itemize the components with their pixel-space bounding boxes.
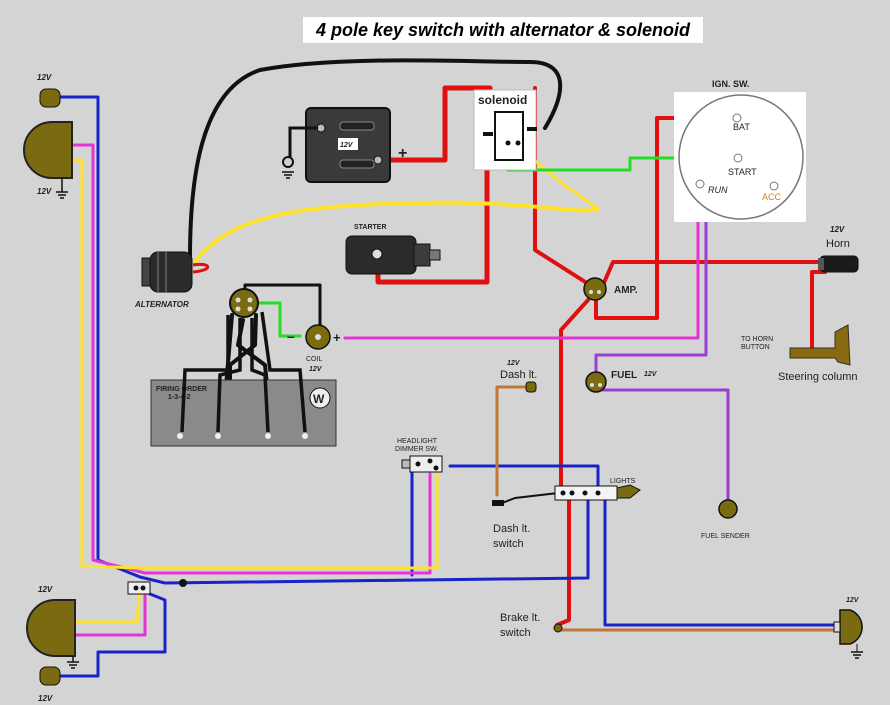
junction-block bbox=[127, 579, 187, 595]
label-alternator: ALTERNATOR bbox=[134, 300, 189, 309]
label-starter: STARTER bbox=[354, 224, 387, 231]
ignition-switch: IGN. SW. BAT START RUN ACC bbox=[674, 79, 806, 222]
wire-red-brake bbox=[555, 498, 571, 627]
label-start: START bbox=[728, 167, 757, 177]
headlight-left-lower: 12V bbox=[26, 585, 79, 669]
wire-blue-left-lower bbox=[58, 588, 167, 678]
voltage-regulator: 12V + bbox=[282, 107, 407, 183]
label-12v: 12V bbox=[37, 73, 52, 82]
wire-brown-dash-lt bbox=[495, 385, 529, 497]
wire-red-solenoid-amp bbox=[533, 86, 592, 287]
wire-yellow-lower bbox=[73, 586, 142, 624]
label-firing-sequence: 1-3-4-2 bbox=[168, 394, 191, 401]
label-dash-lt: Dash lt. bbox=[500, 369, 537, 381]
label-acc: ACC bbox=[762, 192, 782, 202]
label-12v: 12V bbox=[507, 360, 521, 367]
label-12v: 12V bbox=[38, 694, 53, 703]
label-to-horn-button: TO HORN bbox=[741, 336, 773, 343]
wire-purple-run-coil bbox=[343, 183, 700, 340]
tail-light: 12V bbox=[833, 597, 863, 659]
horn: 12V Horn bbox=[818, 225, 859, 273]
parking-lamp-rear-left: 12V bbox=[38, 666, 61, 703]
ground-icon bbox=[67, 661, 79, 669]
label-coil: COIL bbox=[306, 356, 322, 363]
label-brake-lt-switch: Brake lt. bbox=[500, 612, 540, 624]
label-steering-column: Steering column bbox=[778, 371, 858, 383]
wire-red-horn-button bbox=[810, 270, 827, 352]
horn-button: TO HORN BUTTON Steering column bbox=[741, 324, 858, 383]
amp-gauge: AMP. bbox=[583, 277, 638, 301]
wire-red-horn bbox=[601, 260, 822, 287]
label-headlight-dimmer: HEADLIGHT bbox=[397, 438, 438, 445]
label-12v: 12V bbox=[309, 366, 323, 373]
label-brake-lt-switch-2: switch bbox=[500, 627, 531, 639]
label-ign-sw: IGN. SW. bbox=[712, 79, 750, 89]
dash-light: 12V Dash lt. bbox=[500, 360, 537, 393]
lights-switch: LIGHTS bbox=[554, 478, 641, 501]
label-amp: AMP. bbox=[614, 285, 638, 296]
engine-block: FIRING ORDER 1-3-4-2 W bbox=[150, 311, 337, 447]
ground-icon bbox=[851, 651, 863, 659]
label-12v: 12V bbox=[38, 585, 53, 594]
label-firing-order: FIRING ORDER bbox=[156, 386, 207, 393]
fuel-gauge: FUEL 12V bbox=[585, 370, 658, 393]
label-battery-plus: + bbox=[398, 145, 407, 162]
distributor bbox=[229, 288, 259, 318]
label-solenoid: solenoid bbox=[478, 93, 527, 107]
wires bbox=[58, 58, 838, 678]
label-coil-plus: + bbox=[333, 330, 341, 345]
label-run: RUN bbox=[708, 185, 728, 195]
wire-blue-left-harness bbox=[58, 95, 590, 585]
headlight-dimmer-switch: HEADLIGHT DIMMER SW. bbox=[395, 438, 443, 473]
label-dash-lt-switch-2: switch bbox=[493, 538, 524, 550]
label-12v: 12V bbox=[644, 371, 658, 378]
alternator: ALTERNATOR bbox=[134, 251, 210, 309]
ground-icon bbox=[56, 191, 68, 199]
label-12v: 12V bbox=[846, 597, 860, 604]
wire-black-alternator-solenoid bbox=[188, 58, 563, 260]
label-coil-minus: – bbox=[287, 328, 295, 344]
dash-light-switch: Dash lt. switch bbox=[492, 500, 530, 550]
fuel-sender: FUEL SENDER bbox=[701, 499, 750, 540]
wire-yellow-alternator-field bbox=[193, 200, 600, 264]
label-horn: Horn bbox=[826, 238, 850, 250]
label-to-horn-button-2: BUTTON bbox=[741, 344, 770, 351]
label-12v: 12V bbox=[37, 187, 52, 196]
solenoid: solenoid bbox=[473, 89, 537, 171]
logo-w: W bbox=[313, 392, 325, 406]
wire-black-dash-switch bbox=[496, 492, 559, 506]
label-fuel: FUEL bbox=[611, 370, 637, 381]
label-dimmer-sw: DIMMER SW. bbox=[395, 446, 438, 453]
parking-lamp-front-left: 12V bbox=[37, 73, 61, 108]
starter: STARTER bbox=[345, 224, 441, 275]
label-12v: 12V bbox=[830, 225, 845, 234]
diagram-title: 4 pole key switch with alternator & sole… bbox=[303, 17, 703, 43]
wire-green-coil bbox=[252, 301, 302, 338]
wire-purple-fuel-sender bbox=[601, 388, 730, 502]
headlight-left: 12V bbox=[23, 121, 73, 199]
wire-yellow-headlight bbox=[70, 158, 439, 570]
ignition-coil: – + COIL 12V bbox=[287, 324, 341, 373]
label-dash-lt-switch: Dash lt. bbox=[493, 523, 530, 535]
ground-icon bbox=[282, 171, 294, 179]
wire-red-amp-lights bbox=[559, 298, 590, 489]
label-bat: BAT bbox=[733, 122, 750, 132]
wire-blue-taillight bbox=[603, 498, 838, 627]
wire-blue-lights-right bbox=[448, 464, 600, 489]
label-12v: 12V bbox=[340, 142, 354, 149]
wire-black-coil-dist bbox=[243, 283, 322, 332]
wire-magenta-lower bbox=[73, 588, 147, 637]
label-lights: LIGHTS bbox=[610, 478, 636, 485]
label-fuel-sender: FUEL SENDER bbox=[701, 533, 750, 540]
brake-light-switch: Brake lt. switch bbox=[500, 612, 563, 639]
wire-purple-run-fuel bbox=[594, 183, 708, 377]
